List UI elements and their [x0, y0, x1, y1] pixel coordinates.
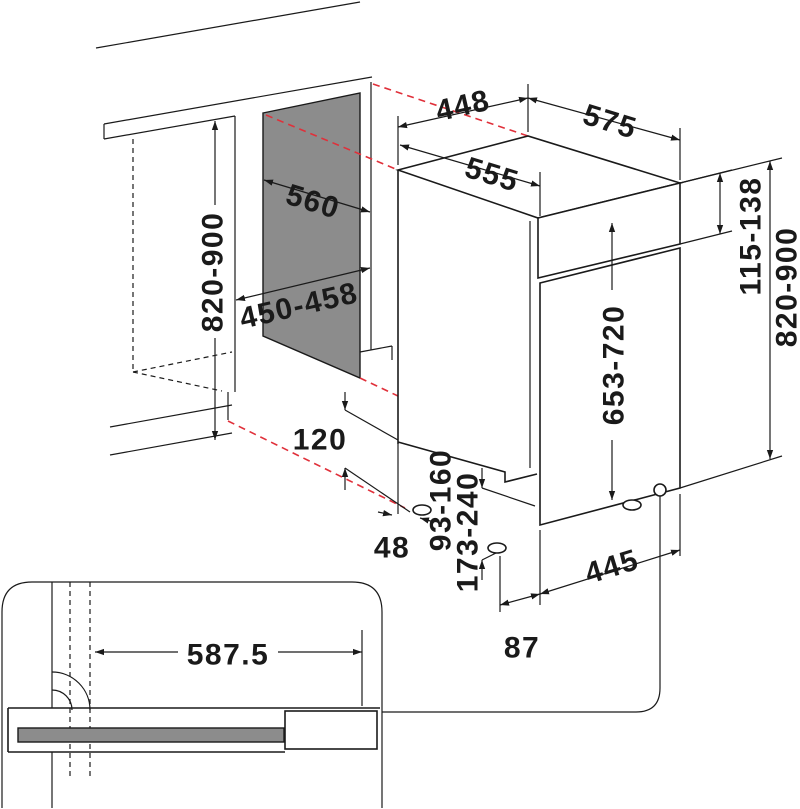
inset-side-box — [284, 710, 378, 750]
dim-line-445 — [539, 549, 681, 595]
niche — [262, 82, 393, 380]
foot-front — [487, 542, 507, 554]
inset-elbow-outer — [51, 671, 91, 711]
inset-frame — [1, 581, 383, 808]
dim-label-587-5: 587.5 — [187, 639, 270, 672]
dim-label-448: 448 — [433, 84, 494, 128]
dim-label-173-240: 173-240 — [452, 472, 485, 593]
dim-label-48: 48 — [374, 532, 410, 565]
dim-label-87: 87 — [504, 632, 540, 665]
dim-line-87 — [499, 593, 541, 606]
dim-line-48-right — [419, 517, 435, 524]
callout-leader — [382, 496, 661, 713]
dim-label-93-160: 93-160 — [425, 449, 458, 551]
dim-label-575: 575 — [579, 98, 641, 146]
foot-right — [622, 499, 642, 511]
dim-line-48-left — [377, 510, 393, 517]
dim-label-120: 120 — [293, 424, 348, 457]
dim-line-575 — [527, 97, 681, 141]
countertop — [95, 1, 373, 140]
dim-label-445: 445 — [581, 543, 643, 591]
inset-door-panel — [17, 727, 285, 743]
dim-label-653-720: 653-720 — [598, 305, 631, 426]
dim-line-448 — [397, 96, 529, 129]
dim-line-560 — [263, 179, 371, 213]
dim-label-820-900-left: 820-900 — [197, 212, 230, 333]
foot-left — [412, 504, 432, 516]
dim-label-820-900-right: 820-900 — [771, 227, 800, 348]
dim-line-555 — [399, 144, 541, 187]
inset-elbow-inner — [51, 689, 73, 711]
niche-back-panel — [262, 92, 361, 380]
inset-detail — [1, 581, 383, 808]
callout-point — [653, 483, 667, 497]
dim-line-450-458 — [235, 267, 371, 301]
dim-label-115-138: 115-138 — [735, 177, 768, 296]
dimension-lines — [211, 84, 783, 612]
